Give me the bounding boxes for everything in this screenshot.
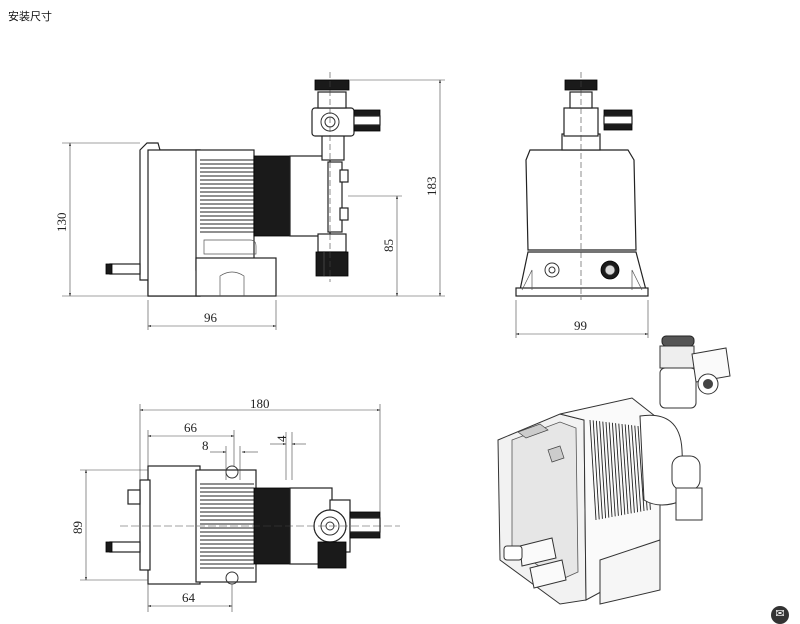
cooling-fin — [605, 421, 613, 518]
side-view: 130 96 183 85 — [54, 72, 445, 330]
dim-top-depth: 89 — [70, 521, 85, 534]
dim-side-width: 96 — [204, 310, 218, 325]
dim-top-offset-66: 66 — [184, 420, 198, 435]
cooling-fin — [627, 424, 635, 513]
cooling-fin — [592, 420, 600, 520]
dim-side-port-height: 85 — [381, 239, 396, 252]
cooling-fin — [631, 425, 639, 513]
cooling-fin — [615, 423, 623, 516]
cooling-fin — [602, 421, 610, 518]
cooling-fin — [589, 419, 597, 521]
cooling-fin — [608, 422, 616, 517]
cooling-fin — [611, 422, 619, 516]
cooling-fin — [624, 424, 632, 514]
cooling-fin — [621, 423, 629, 515]
isometric-pump-image — [497, 335, 731, 605]
cooling-fin — [599, 421, 607, 519]
cooling-fin — [618, 423, 626, 515]
cooling-fin — [634, 425, 642, 512]
dim-front-width: 99 — [574, 318, 587, 333]
dim-side-total-height: 183 — [424, 177, 439, 197]
dim-top-offset-8: 8 — [202, 438, 209, 453]
dim-side-height: 130 — [54, 213, 69, 233]
cooling-fin — [637, 425, 645, 512]
chat-bubble-icon[interactable]: ✉ — [771, 606, 789, 624]
front-view: 99 — [515, 72, 649, 338]
cooling-fin — [595, 420, 603, 519]
dim-top-offset-4: 4 — [274, 435, 289, 442]
page-title: 安装尺寸 — [8, 10, 52, 23]
top-view: 180 66 8 4 89 64 — [70, 396, 400, 612]
dim-top-base: 64 — [182, 590, 196, 605]
dim-top-total-length: 180 — [250, 396, 270, 411]
